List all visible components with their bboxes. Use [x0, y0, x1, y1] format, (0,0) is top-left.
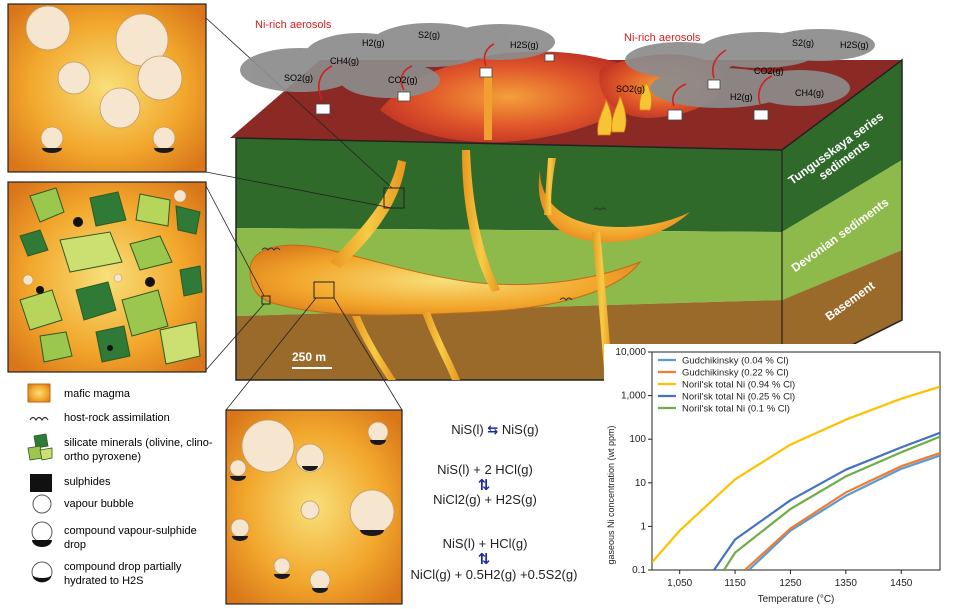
- vent-icons: [315, 53, 769, 121]
- equation-3-top: NiS(l) + HCl(g): [442, 536, 528, 551]
- bubble-icon: [32, 494, 52, 514]
- equilibrium-arrow-icon: ⇆: [487, 422, 499, 437]
- gas-label: CO2(g): [388, 75, 418, 85]
- eq1-right: NiS(g): [501, 422, 539, 437]
- equation-1: NiS(l) ⇆ NiS(g): [440, 422, 550, 438]
- y-tick-label: 1: [640, 521, 646, 532]
- legend-label: vapour bubble: [64, 498, 134, 510]
- magma-chamber-upper: [538, 170, 690, 243]
- series-line: [652, 385, 940, 564]
- x-tick-label: 1,050: [667, 578, 692, 589]
- legend-label: mafic magma: [64, 388, 131, 400]
- equation-2-top: NiS(l) + 2 HCl(g): [437, 462, 533, 477]
- gas-cloud-left: [240, 23, 555, 98]
- magma-dike-2: [462, 150, 500, 292]
- y-tick-label: 10,000: [615, 347, 646, 358]
- magma-dike-4: [592, 232, 612, 370]
- equilibrium-arrow-icon: ⇅: [477, 477, 491, 494]
- legend-label: compound drop partially hydrated to H2S: [64, 561, 182, 587]
- y-tick-label: 100: [629, 434, 646, 445]
- gas-label: H2S(g): [510, 40, 539, 50]
- y-axis-label: gaseous Ni concentration (wt ppm): [606, 425, 616, 564]
- aerosol-label-left: Ni-rich aerosols: [255, 19, 332, 31]
- magma-dike-6: [352, 316, 396, 380]
- x-tick-label: 1250: [779, 578, 802, 589]
- series-line: [713, 431, 940, 570]
- inset-marker-mid: [261, 295, 271, 305]
- legend-entry: Noril'sk total Ni (0.1 % Cl): [682, 404, 790, 415]
- ni-chart-panel: 0.1 1 10 100 1,000 10,000 1,050 1150 1250 1350 145…: [604, 344, 962, 605]
- magma-sill-main: [249, 244, 642, 316]
- aerosol-arrows: [318, 43, 773, 107]
- gas-label: S2(g): [418, 30, 441, 40]
- x-tick-label: 1150: [724, 578, 746, 589]
- inset-marker-top: [383, 187, 405, 209]
- series-line: [748, 454, 940, 570]
- gas-label: CO2(g): [754, 66, 784, 76]
- gas-label: H2S(g): [840, 40, 869, 50]
- equation-3-bottom: NiCl(g) + 0.5H2(g) +0.5S2(g): [410, 567, 578, 582]
- legend-entry: Noril'sk total Ni (0.94 % Cl): [682, 380, 795, 391]
- scale-bar-label: 250 m: [292, 350, 327, 364]
- series-line: [744, 452, 940, 570]
- y-tick-label: 0.1: [632, 565, 646, 576]
- legend-label: host-rock assimilation: [64, 412, 170, 424]
- legend-label: sulphides: [64, 476, 111, 488]
- layer-tungusskaya-front: [236, 138, 782, 232]
- hydrated-drop-icon: [31, 561, 53, 583]
- x-tick-label: 1350: [835, 578, 858, 589]
- gas-label: H2(g): [362, 38, 385, 48]
- gas-label: SO2(g): [284, 73, 314, 83]
- x-tick-label: 1450: [890, 578, 913, 589]
- legend-entry: Gudchikinsky (0.22 % Cl): [682, 368, 789, 379]
- compound-drop-icon: [31, 521, 53, 547]
- legend-entry: Noril'sk total Ni (0.25 % Cl): [682, 392, 795, 403]
- y-tick-label: 1,000: [621, 391, 646, 402]
- flame-icons: [597, 80, 653, 136]
- inset-marker-bottom: [313, 281, 335, 299]
- eq1-left: NiS(l): [451, 422, 484, 437]
- equilibrium-arrow-icon: ⇅: [477, 551, 491, 568]
- gas-label: CH4(g): [795, 88, 825, 98]
- equation-2-bottom: NiCl2(g) + H2S(g): [433, 492, 537, 507]
- assimilation-icon: [29, 416, 49, 422]
- magma-dike-5: [422, 312, 460, 380]
- lava-feeder: [484, 72, 492, 140]
- magma-swatch-icon: [27, 383, 51, 403]
- plot-frame: [651, 351, 941, 571]
- lava-flow: [380, 51, 638, 143]
- aerosol-label-right: Ni-rich aerosols: [624, 32, 701, 44]
- gas-label: CH4(g): [330, 56, 360, 66]
- assimilation-marks: [261, 207, 607, 301]
- magma-dike-1: [330, 160, 406, 268]
- y-tick-label: 10: [635, 478, 647, 489]
- legend-label: compound vapour-sulphide drop: [64, 525, 197, 551]
- gas-label: H2(g): [730, 92, 753, 102]
- ni-concentration-chart: 0.1 1 10 100 1,000 10,000 1,050 1150 1250 1350 145…: [606, 347, 941, 605]
- series-line: [723, 435, 940, 570]
- layer-tungusskaya-side: [782, 60, 902, 232]
- legend-entry: Gudchikinsky (0.04 % Cl): [682, 356, 789, 367]
- x-axis-label: Temperature (°C): [758, 594, 835, 604]
- magma-dike-3: [544, 158, 556, 215]
- gas-label: SO2(g): [616, 84, 646, 94]
- silicate-icon: [27, 433, 53, 461]
- gas-label: S2(g): [792, 38, 815, 48]
- sulphide-icon: [30, 474, 52, 492]
- layer-devonian-side: [782, 160, 902, 300]
- legend-label: silicate minerals (olivine, clino-ortho …: [64, 437, 213, 463]
